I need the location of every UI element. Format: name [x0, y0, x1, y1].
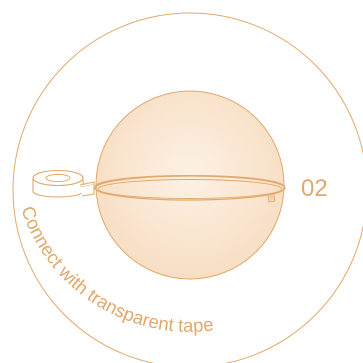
sphere-icon — [95, 91, 284, 279]
step-number: 02 — [301, 175, 328, 202]
tape-roll-icon — [33, 171, 94, 198]
